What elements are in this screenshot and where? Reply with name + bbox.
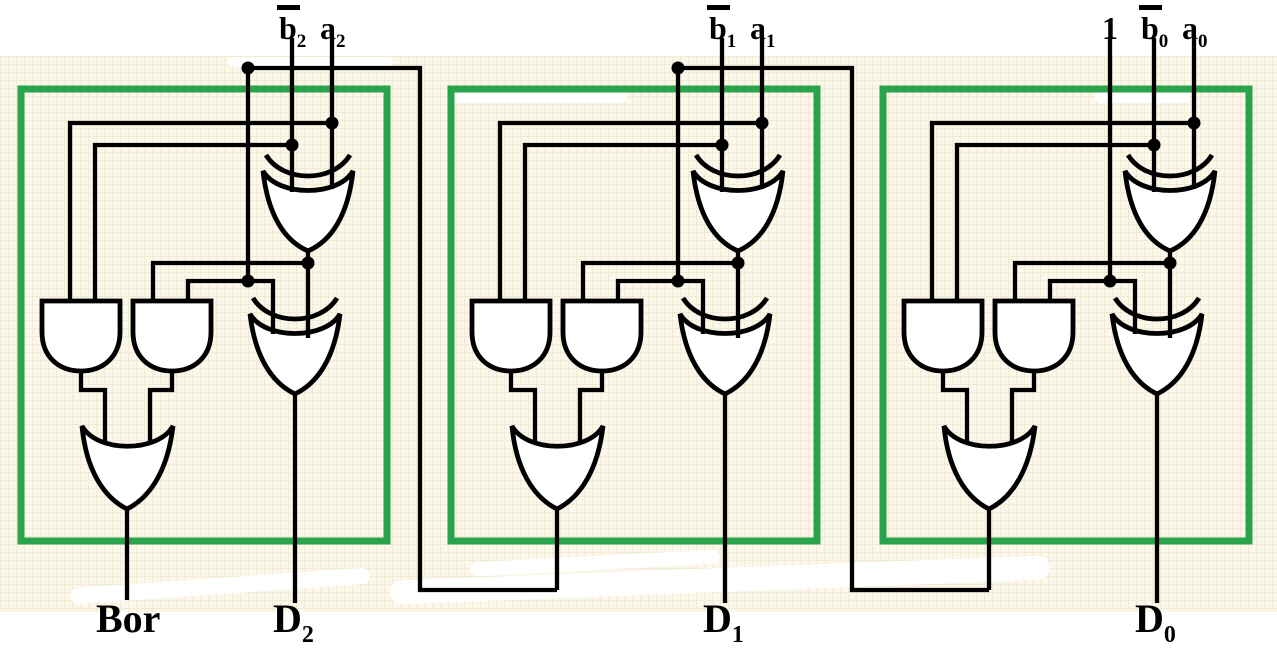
overbar [277, 5, 300, 10]
label-subscript: 1 [731, 622, 744, 648]
label-subscript: 2 [301, 622, 314, 648]
input-label-constant-1: 1 [1102, 12, 1118, 44]
label-subscript: 1 [726, 31, 737, 52]
borrow-connector-bit1-to-bit2 [248, 65, 557, 593]
output-label-d1: D1 [703, 596, 744, 648]
input-label-bbar2: b2 [277, 5, 306, 51]
eraser-streak [1095, 90, 1190, 103]
output-label-bor: Bor [96, 599, 160, 639]
label-base: D [273, 596, 302, 641]
label-base: a [1182, 10, 1198, 46]
label-base: b [279, 10, 297, 46]
label-base: Bor [96, 596, 161, 641]
junction-dot-borrow-top-bit1 [671, 61, 685, 75]
input-label-bbar1: b1 [707, 5, 736, 51]
output-label-d2: D2 [273, 596, 314, 648]
label-subscript: 0 [1163, 622, 1176, 648]
label-base: D [1135, 596, 1164, 641]
subtractor-cell-bit0 [904, 38, 1215, 603]
label-base: a [750, 10, 766, 46]
label-base: a [320, 10, 336, 46]
input-label-a0: a0 [1182, 10, 1208, 51]
cell-box-bit1 [447, 85, 821, 545]
label-base: b [1141, 10, 1159, 46]
junction-dot-borrow-top-bit2 [241, 61, 255, 75]
overbar [707, 5, 730, 10]
label-subscript: 0 [1198, 31, 1208, 52]
label-base: D [703, 596, 732, 641]
subtractor-cell-bit2 [42, 38, 353, 603]
input-label-bbar0: b0 [1139, 5, 1168, 51]
borrow-connector-bit0-to-bit1 [678, 65, 989, 593]
label-base: 1 [1102, 10, 1118, 46]
label-subscript: 2 [336, 31, 346, 52]
eraser-streak [228, 57, 393, 67]
output-label-d0: D0 [1135, 596, 1176, 648]
overbar [1139, 5, 1162, 10]
input-label-a1: a1 [750, 10, 776, 51]
subtractor-cell-bit1 [472, 38, 783, 603]
cell-box-bit0 [879, 85, 1253, 545]
label-subscript: 0 [1158, 31, 1169, 52]
input-label-a2: a2 [320, 10, 346, 51]
label-base: b [709, 10, 727, 46]
cell-box-bit2 [17, 85, 391, 545]
eraser-streak [452, 90, 627, 103]
label-subscript: 1 [766, 31, 776, 52]
label-subscript: 2 [296, 31, 307, 52]
